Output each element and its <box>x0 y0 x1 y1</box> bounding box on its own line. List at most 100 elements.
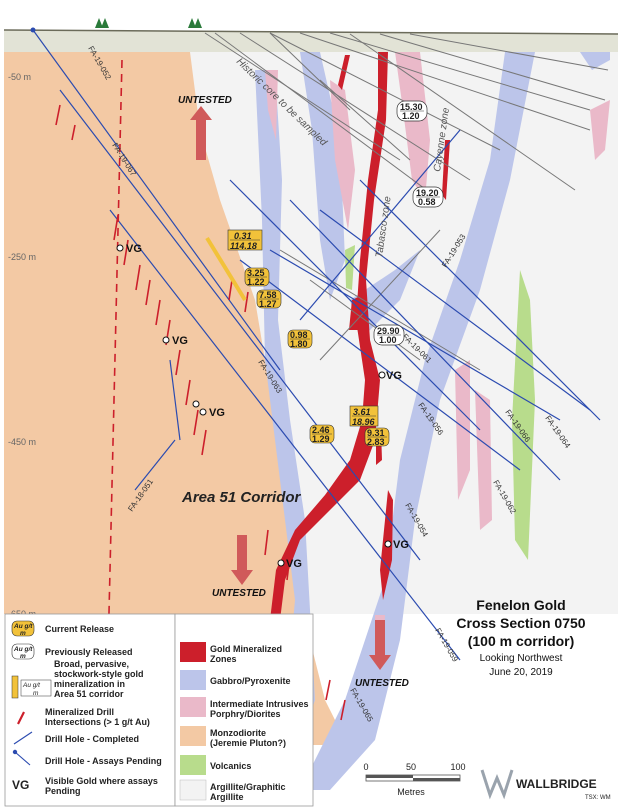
intermediate-dyke-2 <box>330 80 355 230</box>
title-line: (100 m corridor) <box>468 633 575 649</box>
volcanics-unit <box>512 270 535 560</box>
svg-text:Intermediate Intrusives: Intermediate Intrusives <box>210 699 309 709</box>
legend-current: Current Release <box>45 624 114 634</box>
swatch-intermediate <box>180 697 206 717</box>
svg-text:Visible Gold where assays: Visible Gold where assays <box>45 776 158 786</box>
legend-right: Gold Mineralized Zones Gabbro/Pyroxenite… <box>174 613 314 807</box>
svg-text:0: 0 <box>363 762 368 772</box>
intermediate-dyke-5 <box>455 360 470 500</box>
legend-left: Au g/t m Current Release Au g/t m Previo… <box>4 613 176 807</box>
svg-text:WALLBRIDGE: WALLBRIDGE <box>516 777 597 791</box>
intercept-broad: 3.61 18.96 <box>349 405 379 427</box>
svg-text:Au g/t: Au g/t <box>22 682 41 689</box>
broad-mineralization-bar <box>205 236 247 302</box>
svg-text:VG: VG <box>209 407 225 419</box>
gabbro-unit-east <box>300 52 535 790</box>
svg-text:Drill Hole - Assays Pending: Drill Hole - Assays Pending <box>45 756 162 766</box>
area51-corridor-label: Area 51 Corridor <box>181 489 302 506</box>
svg-text:VG: VG <box>286 558 302 570</box>
svg-text:3.25: 3.25 <box>247 268 265 278</box>
wallbridge-logo: WALLBRIDGE TSX: WM <box>480 769 611 801</box>
broad-symbol <box>11 675 19 699</box>
svg-text:VG: VG <box>172 335 188 347</box>
untested-label: UNTESTED <box>355 678 409 689</box>
svg-text:2.83: 2.83 <box>367 437 385 447</box>
svg-text:Monzodiorite: Monzodiorite <box>210 728 266 738</box>
svg-text:1.27: 1.27 <box>259 299 277 309</box>
svg-text:29.90: 29.90 <box>377 326 400 336</box>
legend-previous: Previously Released <box>45 647 133 657</box>
intercept-current: 3.25 1.22 <box>244 267 270 287</box>
pending-symbol <box>14 751 31 766</box>
intercept-previous: 29.90 1.00 <box>373 324 405 346</box>
collar-marker <box>30 27 36 33</box>
svg-text:Intersections (> 1 g/t Au): Intersections (> 1 g/t Au) <box>45 717 150 727</box>
untested-arrows <box>190 106 391 670</box>
mineral-symbol <box>17 711 25 725</box>
intercept-current: 9.31 2.83 <box>364 427 390 447</box>
gold-zone-lens-2 <box>338 55 350 90</box>
svg-text:1.29: 1.29 <box>312 434 330 444</box>
untested-label: UNTESTED <box>178 95 232 106</box>
svg-text:VG: VG <box>386 370 402 382</box>
arrow-down-icon <box>369 620 391 670</box>
swatch-gold-zone <box>180 642 206 662</box>
vg-symbol: VG <box>12 778 29 792</box>
depth-label: -250 m <box>8 252 36 262</box>
gold-zone-tabasco <box>270 52 388 620</box>
svg-text:0.98: 0.98 <box>290 330 308 340</box>
svg-text:Volcanics: Volcanics <box>210 761 251 771</box>
surface-line <box>3 29 619 35</box>
svg-text:18.96: 18.96 <box>352 417 376 427</box>
intercept-current: 2.46 1.29 <box>309 424 335 444</box>
svg-text:Argillite/Graphitic: Argillite/Graphitic <box>210 782 286 792</box>
volcanics-lens <box>345 245 355 290</box>
gabbro-unit-west <box>255 70 315 745</box>
title-line: Cross Section 0750 <box>456 615 585 631</box>
intercept-current: 7.58 1.27 <box>256 289 282 309</box>
svg-text:1.80: 1.80 <box>290 339 308 349</box>
mineralized-intersections <box>55 104 346 721</box>
scale-bar: 0 50 100 Metres <box>363 762 465 797</box>
svg-text:(Jeremie Pluton?): (Jeremie Pluton?) <box>210 738 286 748</box>
svg-text:Drill Hole - Completed: Drill Hole - Completed <box>45 734 139 744</box>
svg-text:2.46: 2.46 <box>312 425 330 435</box>
svg-text:0.31: 0.31 <box>234 231 252 241</box>
untested-label: UNTESTED <box>212 588 266 599</box>
intermediate-dyke-1 <box>395 52 430 200</box>
svg-text:114.18: 114.18 <box>230 241 257 251</box>
svg-text:VG: VG <box>393 539 409 551</box>
svg-text:Area 51 corridor: Area 51 corridor <box>54 689 124 699</box>
gold-zone-lens-3 <box>442 140 450 200</box>
svg-text:TSX: WM: TSX: WM <box>585 795 611 801</box>
svg-text:19.20: 19.20 <box>416 188 439 198</box>
intercept-previous: 15.30 1.20 <box>396 100 428 122</box>
swatch-volcanics <box>180 755 206 775</box>
previous-release-symbol <box>11 643 35 660</box>
monzodiorite-unit <box>4 52 355 745</box>
subtitle-line: June 20, 2019 <box>489 667 553 678</box>
svg-text:m: m <box>20 630 26 637</box>
intermediate-dyke-3 <box>265 70 278 140</box>
current-release-symbol <box>11 620 35 637</box>
svg-text:7.58: 7.58 <box>259 290 277 300</box>
svg-text:Broad, pervasive,: Broad, pervasive, <box>54 659 129 669</box>
depth-label: -450 m <box>8 437 36 447</box>
svg-text:Metres: Metres <box>397 787 425 797</box>
pending-drill-holes <box>32 29 601 661</box>
svg-text:100: 100 <box>450 762 465 772</box>
intercept-current: 0.98 1.80 <box>287 329 313 349</box>
svg-text:Mineralized Drill: Mineralized Drill <box>45 707 114 717</box>
svg-text:Porphry/Diorites: Porphry/Diorites <box>210 709 281 719</box>
tree-icons <box>95 18 202 28</box>
arrow-down-icon <box>231 535 253 585</box>
svg-text:Gabbro/Pyroxenite: Gabbro/Pyroxenite <box>210 676 291 686</box>
svg-text:Pending: Pending <box>45 786 81 796</box>
svg-text:m: m <box>20 653 26 660</box>
intermediate-dyke-4 <box>590 100 610 160</box>
swatch-monzodiorite <box>180 726 206 746</box>
svg-text:1.00: 1.00 <box>379 335 397 345</box>
w-logo-icon <box>480 769 514 800</box>
